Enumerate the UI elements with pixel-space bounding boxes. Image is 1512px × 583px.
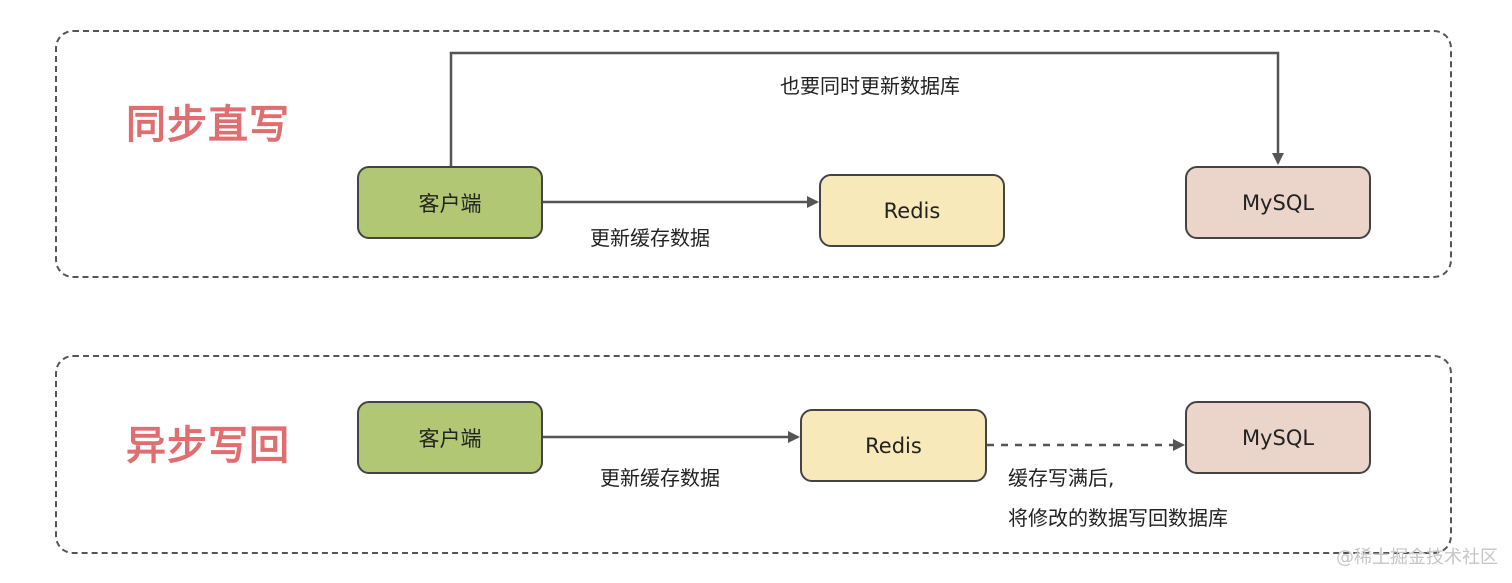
watermark: @稀土掘金技术社区 xyxy=(1336,547,1498,568)
async-client-node: 客户端 xyxy=(357,401,543,474)
sync-cache-edge-label: 更新缓存数据 xyxy=(590,226,710,250)
sync-db-edge-label: 也要同时更新数据库 xyxy=(780,74,960,98)
async-writeback-label-line1: 缓存写满后, xyxy=(1008,466,1115,490)
sync-redis-node: Redis xyxy=(819,174,1005,247)
async-redis-node: Redis xyxy=(800,409,987,482)
edge-sync-client-to-mysql xyxy=(449,51,1284,166)
async-section-title: 异步写回 xyxy=(126,423,290,469)
sync-write-through-panel xyxy=(55,30,1452,278)
sync-section-title: 同步直写 xyxy=(126,102,290,148)
sync-client-node: 客户端 xyxy=(357,166,543,239)
async-write-back-panel xyxy=(55,355,1452,554)
async-mysql-node: MySQL xyxy=(1185,401,1371,474)
sync-mysql-node: MySQL xyxy=(1185,166,1371,239)
async-cache-edge-label: 更新缓存数据 xyxy=(600,466,720,490)
async-writeback-label-line2: 将修改的数据写回数据库 xyxy=(1008,506,1228,530)
